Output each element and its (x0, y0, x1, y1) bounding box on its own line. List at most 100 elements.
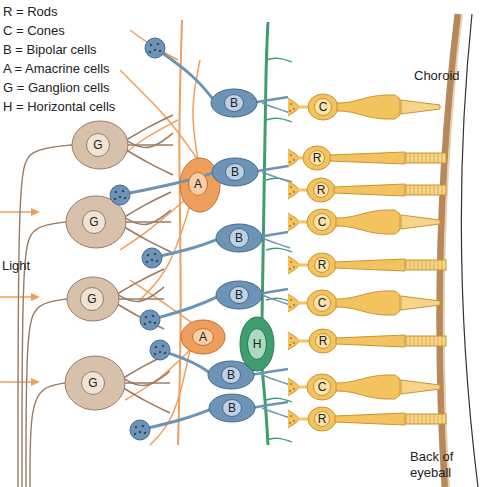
synaptic-vesicle (115, 191, 118, 194)
ganglion-dendrite (115, 303, 164, 329)
rod-disc (410, 414, 411, 424)
nucleus-shape (222, 367, 241, 384)
cell-letter: G (86, 133, 110, 157)
key-line: R = Rods (3, 4, 163, 20)
receptor-terminal (288, 332, 299, 350)
eyeball-wall (461, 14, 478, 487)
ganglion-dendrite (122, 210, 171, 224)
synaptic-vesicle (135, 426, 138, 429)
receptor-body (307, 290, 337, 316)
rod-disc (418, 414, 419, 424)
cell-nucleus: H (247, 328, 267, 360)
rod-inner-segment (330, 152, 405, 164)
cell-nucleus: R (315, 333, 331, 349)
cell-letter: R (314, 411, 330, 427)
rod-disc (438, 336, 439, 346)
bipolar-dendrite (250, 402, 288, 408)
synaptic-vesicle (290, 103, 292, 105)
receptor-terminal (288, 256, 299, 274)
rod-disc (414, 260, 415, 270)
cell-nucleus: A (188, 172, 208, 196)
key-line: G = Ganglion cells (3, 80, 163, 96)
cell-nucleus: R (313, 182, 329, 198)
bipolar-terminal (130, 420, 150, 440)
light-arrow (0, 211, 34, 213)
ganglion-dendrite (124, 133, 173, 147)
rod-inner-segment (336, 335, 405, 347)
horizontal-branch (266, 58, 292, 62)
nucleus-shape (230, 287, 249, 304)
rod-disc (430, 153, 431, 163)
cell-letter: R (309, 150, 325, 166)
cone-outer-segment (401, 296, 440, 310)
receptor-terminal (288, 294, 299, 312)
synaptic-vesicle (293, 388, 295, 390)
cell-nucleus: C (313, 213, 331, 231)
synaptic-vesicle (289, 161, 291, 163)
rod-disc (434, 260, 435, 270)
rod-disc (442, 260, 443, 270)
receptor-terminal (288, 410, 299, 428)
nucleus-shape (82, 372, 105, 395)
cell-letter: G (82, 210, 106, 234)
key-line: C = Cones (3, 23, 163, 39)
synaptic-vesicle (289, 110, 291, 112)
cell-letter: H (247, 328, 267, 360)
key-line: B = Bipolar cells (3, 42, 163, 58)
bipolar-body (216, 281, 262, 309)
receptor-terminal (288, 378, 299, 396)
synaptic-vesicle (159, 50, 162, 53)
nucleus-shape (315, 412, 330, 427)
synaptic-vesicle (146, 261, 149, 264)
synaptic-vesicle (152, 315, 155, 318)
cell-letter: C (313, 378, 331, 396)
rod-disc (414, 414, 415, 424)
receptor-body (308, 253, 336, 277)
ganglion-dendrite (121, 371, 170, 385)
rod-disc (438, 260, 439, 270)
amacrine-process (120, 70, 198, 160)
rod-disc (410, 153, 411, 163)
cell-letter: B (224, 94, 244, 112)
receptor-terminal (288, 213, 299, 231)
rod-outer-segment (406, 260, 446, 270)
cell-nucleus: G (82, 210, 106, 234)
synaptic-vesicle (293, 304, 295, 306)
rod-inner-segment (335, 259, 405, 271)
synaptic-vesicle (293, 159, 295, 161)
synaptic-vesicle (134, 433, 137, 436)
ganglion-body (65, 356, 125, 410)
synaptic-vesicle (114, 198, 117, 201)
rod-disc (434, 153, 435, 163)
rod-disc (442, 185, 443, 195)
rod-disc (426, 185, 427, 195)
nucleus-shape (230, 229, 249, 248)
rod-inner-segment (334, 184, 405, 196)
receptor-body (307, 209, 337, 235)
bipolar-axon (120, 172, 217, 195)
ganglion-dendrite (115, 298, 164, 300)
cone-outer-segment (401, 100, 440, 114)
synaptic-vesicle (154, 49, 157, 52)
cell-nucleus: G (80, 287, 104, 311)
synaptic-vesicle (154, 322, 157, 325)
receptor-body (303, 146, 331, 170)
synaptic-vesicle (290, 218, 292, 220)
rod-disc (430, 185, 431, 195)
rod-outer-segment (406, 336, 446, 346)
synaptic-vesicle (122, 190, 125, 193)
part-label: Light (2, 258, 52, 274)
rod-disc (430, 336, 431, 346)
ganglion-dendrite (121, 382, 170, 384)
rod-disc (426, 414, 427, 424)
ganglion-axon (26, 299, 67, 487)
cell-letter: C (313, 213, 331, 231)
choroid-edge (444, 14, 462, 487)
cone-inner-segment (336, 210, 400, 234)
synaptic-vesicle (293, 191, 295, 193)
bipolar-dendrite (262, 103, 290, 113)
horizontal-branch (266, 438, 292, 442)
bipolar-terminal (142, 248, 162, 268)
cell-nucleus: B (222, 399, 242, 417)
bipolar-dendrite (262, 295, 290, 305)
